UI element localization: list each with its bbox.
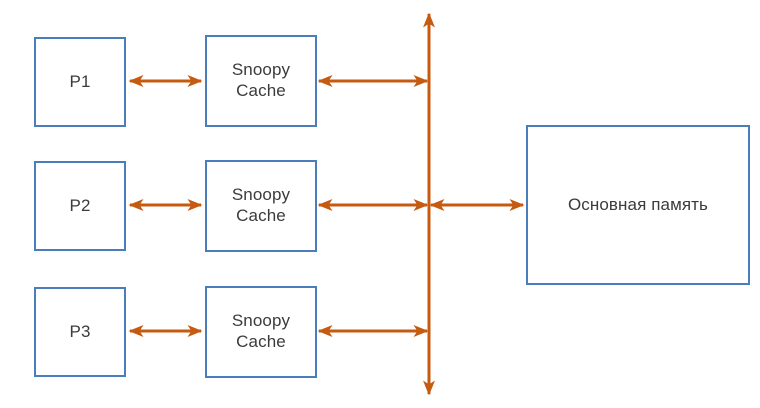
main-memory-label: Основная память bbox=[567, 194, 709, 214]
processor-label-p3: P3 bbox=[69, 321, 91, 341]
cache-label-3: Snoopy Cache bbox=[231, 311, 291, 351]
cache-label-1: Snoopy Cache bbox=[231, 60, 291, 100]
cache-box-3[interactable]: Snoopy Cache bbox=[205, 286, 317, 378]
processor-box-p2[interactable]: P2 bbox=[34, 161, 126, 251]
cache-box-1[interactable]: Snoopy Cache bbox=[205, 35, 317, 127]
cache-box-2[interactable]: Snoopy Cache bbox=[205, 160, 317, 252]
processor-label-p1: P1 bbox=[69, 71, 91, 91]
processor-box-p1[interactable]: P1 bbox=[34, 37, 126, 127]
processor-box-p3[interactable]: P3 bbox=[34, 287, 126, 377]
main-memory-box[interactable]: Основная память bbox=[526, 125, 750, 285]
cache-label-2: Snoopy Cache bbox=[231, 185, 291, 225]
processor-label-p2: P2 bbox=[69, 195, 91, 215]
